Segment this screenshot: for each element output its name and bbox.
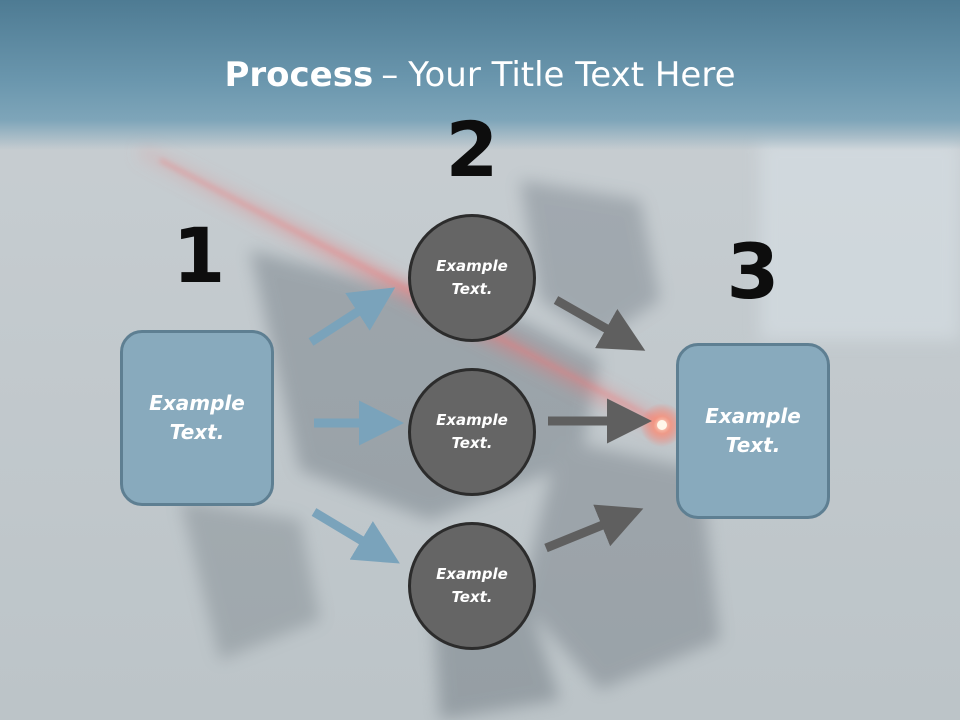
title-separator: – bbox=[381, 55, 399, 95]
slide-title: Process–Your Title Text Here bbox=[0, 52, 960, 98]
title-rest-text: Your Title Text Here bbox=[408, 55, 736, 95]
process-box-right[interactable]: Example Text. bbox=[676, 343, 830, 519]
title-bold-text: Process bbox=[224, 55, 374, 95]
step-number-3: 3 bbox=[726, 227, 780, 316]
step-number-2: 2 bbox=[445, 105, 499, 194]
process-circle-bottom[interactable]: Example Text. bbox=[408, 522, 536, 650]
header-band bbox=[0, 0, 960, 150]
process-circle-top-text: Example Text. bbox=[436, 257, 508, 298]
process-circle-middle-text: Example Text. bbox=[436, 411, 508, 452]
process-box-left[interactable]: Example Text. bbox=[120, 330, 274, 506]
process-circle-bottom-text: Example Text. bbox=[436, 565, 508, 606]
process-circle-top[interactable]: Example Text. bbox=[408, 214, 536, 342]
process-box-right-text: Example Text. bbox=[705, 404, 801, 457]
step-number-1: 1 bbox=[172, 211, 226, 300]
process-box-left-text: Example Text. bbox=[149, 391, 245, 444]
process-circle-middle[interactable]: Example Text. bbox=[408, 368, 536, 496]
